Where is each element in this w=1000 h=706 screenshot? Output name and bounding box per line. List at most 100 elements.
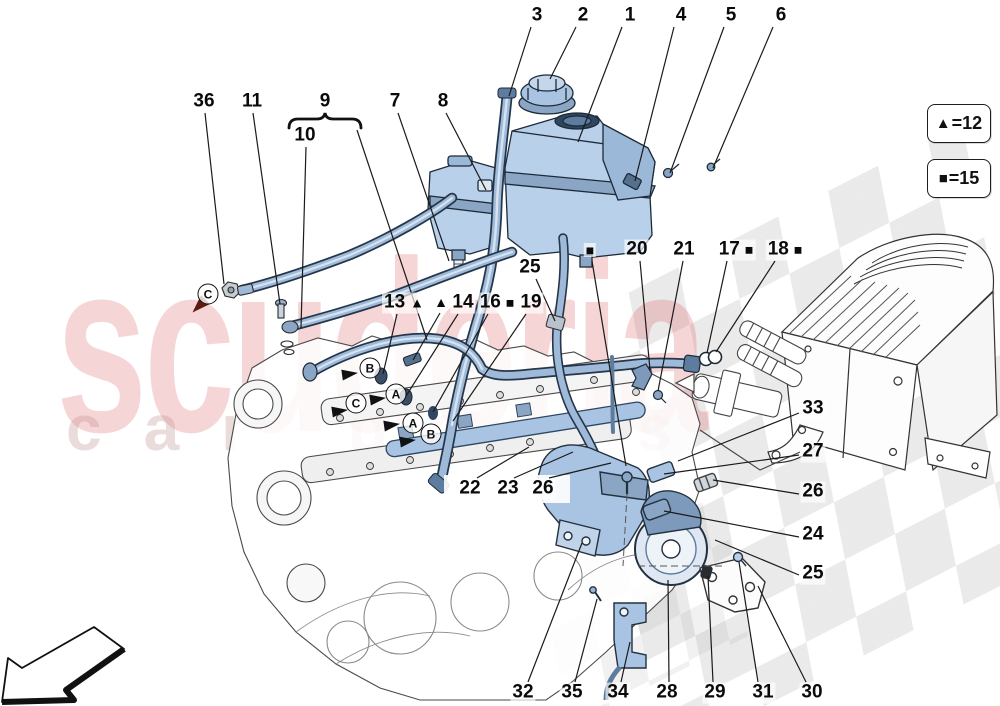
circled-letter-B: B <box>359 357 381 379</box>
coolant-hoses <box>236 87 702 494</box>
leader-line <box>574 598 598 683</box>
leader-line <box>620 641 631 683</box>
callout-number: 6 <box>775 4 787 26</box>
leader-line <box>657 260 684 392</box>
circled-letter-C: C <box>197 283 219 305</box>
callout-number: 16 <box>479 291 501 313</box>
leader-line <box>527 542 583 683</box>
callout-19: 19 <box>518 291 544 314</box>
callout-number: 26 <box>532 477 554 499</box>
callout-number: 19 <box>520 291 542 313</box>
callout-number: 10 <box>294 124 316 146</box>
leader-line <box>405 313 459 397</box>
direction-arrow-icon <box>399 436 416 448</box>
leader-line <box>677 412 800 462</box>
leader-line <box>706 260 728 354</box>
callout-22: 22 <box>457 477 483 500</box>
callout-number: 29 <box>704 681 726 703</box>
legend-triangle-value: =12 <box>951 113 983 133</box>
callout-number: 26 <box>802 480 824 502</box>
callout-23: 23 <box>495 477 521 500</box>
circled-letter-A: A <box>385 383 407 405</box>
callout-number: 4 <box>675 4 687 26</box>
pump-assembly <box>537 444 766 701</box>
callout-number: 34 <box>607 681 629 703</box>
callout-24: 24 <box>800 524 826 546</box>
leader-line <box>707 575 714 683</box>
leader-line <box>300 146 307 329</box>
callout-number: 33 <box>802 397 824 419</box>
legend-triangle: ▲=12 <box>927 104 991 143</box>
leader-line <box>577 26 623 143</box>
callout-number: 22 <box>459 477 481 499</box>
callout-31: 31 <box>750 682 776 704</box>
callout-16: 16■ <box>477 291 517 314</box>
leader-line <box>432 313 489 413</box>
hose-thin-drop <box>610 355 615 434</box>
legend-square-value: =15 <box>948 168 980 188</box>
leader-line <box>382 313 398 375</box>
callout-18: 18■ <box>765 239 805 261</box>
callout-number: 32 <box>512 681 534 703</box>
callout-number: 14 <box>452 291 474 313</box>
callout-10: 10 <box>292 124 318 147</box>
group-brace-9 <box>287 112 363 130</box>
callout-number: 17 <box>718 238 740 260</box>
left-hose-fittings <box>221 281 299 356</box>
leader-line <box>452 313 527 422</box>
direction-arrow-icon <box>192 295 210 313</box>
leader-line <box>757 585 807 683</box>
callout-number: 8 <box>437 90 449 112</box>
leader-line <box>712 26 774 169</box>
callout-30: 30 <box>799 681 825 704</box>
callout-number: 30 <box>801 681 823 703</box>
callout-25: 25 <box>800 562 826 585</box>
callout-32: 32 <box>510 681 536 704</box>
callout-number: 25 <box>802 562 824 584</box>
circled-letter-C: C <box>345 392 367 414</box>
view-direction-arrow <box>1 626 126 705</box>
callout-20: 20 <box>624 238 650 261</box>
leader-line <box>715 260 776 353</box>
leader-line <box>535 278 556 322</box>
leader-line <box>669 26 725 174</box>
callout-number: 5 <box>725 4 737 26</box>
leader-line <box>634 26 675 182</box>
leader-line <box>204 112 225 285</box>
callout-9: 9 <box>317 90 333 113</box>
callout-symbol: ▲ <box>432 295 450 309</box>
leader-line <box>712 479 800 495</box>
callout-11: 11 <box>239 91 265 113</box>
callout-14: 14 <box>450 291 476 314</box>
callout-34: 34 <box>605 681 631 704</box>
triangle-icon: ▲ <box>935 115 951 132</box>
hose-upper-left <box>236 192 458 296</box>
callout-number: 9 <box>319 90 331 112</box>
pipe-assembly <box>674 320 807 471</box>
callout-number: 3 <box>531 4 543 26</box>
circled-letter-A: A <box>402 412 424 434</box>
callout-6: 6 <box>773 4 789 27</box>
triangle-marker-icon: ▲ <box>410 294 424 311</box>
leader-line <box>548 462 612 479</box>
square-marker-icon: ■ <box>744 241 754 258</box>
hose-engine-top <box>302 332 702 382</box>
callout-33: 33 <box>800 397 826 420</box>
leader-line <box>663 510 800 538</box>
callout-1: 1 <box>622 5 638 27</box>
callout-36: 36 <box>191 91 217 113</box>
callout-number: 35 <box>561 681 583 703</box>
callout-number: 23 <box>497 477 519 499</box>
leader-line <box>513 451 574 479</box>
leader-line <box>508 26 532 97</box>
callout-26: 26 <box>530 477 556 500</box>
leader-line <box>591 260 627 467</box>
callout-35: 35 <box>559 681 585 704</box>
callout-number: 20 <box>626 238 648 260</box>
callout-number: 25 <box>519 256 541 278</box>
leader-line <box>445 112 487 191</box>
square-icon: ■ <box>938 170 948 187</box>
callout-number: 27 <box>802 440 824 462</box>
